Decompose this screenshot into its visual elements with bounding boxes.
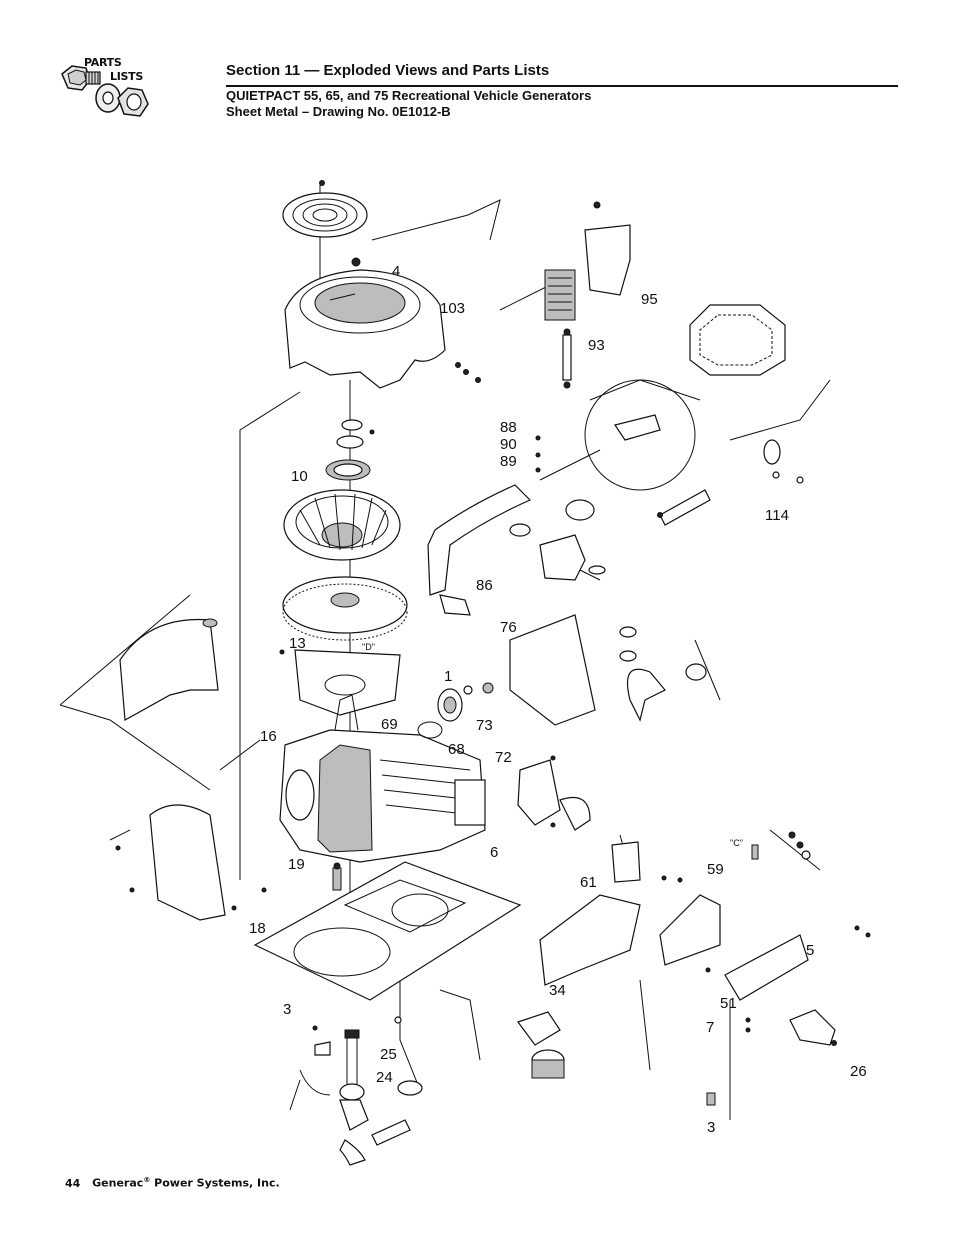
flywheel-nut-stack xyxy=(325,419,375,481)
callout-c: "C" xyxy=(730,838,743,848)
callout-69: 69 xyxy=(381,716,398,733)
flywheel xyxy=(282,576,408,641)
control-bracket xyxy=(517,759,591,831)
callout-1: 1 xyxy=(444,668,452,685)
support-rod xyxy=(562,328,572,389)
page-number: 44 xyxy=(65,1176,81,1190)
callout-10: 10 xyxy=(291,468,308,485)
callout-51: 51 xyxy=(720,995,737,1012)
callout-68: 68 xyxy=(448,741,465,758)
callout-18: 18 xyxy=(249,920,266,937)
air-filter-gasket xyxy=(689,304,786,376)
base-frame xyxy=(253,861,522,1001)
callout-95: 95 xyxy=(641,291,658,308)
callout-13: 13 xyxy=(289,635,306,652)
lower-right-panels xyxy=(539,841,721,986)
fuel-line-assembly xyxy=(619,439,781,722)
fuel-pump xyxy=(517,1011,565,1079)
callout-3-left: 3 xyxy=(283,1001,291,1018)
callout-4: 4 xyxy=(392,263,400,280)
callout-25: 25 xyxy=(380,1046,397,1063)
callout-89: 89 xyxy=(500,453,517,470)
callout-72: 72 xyxy=(495,749,512,766)
logo-lists-text: LISTS xyxy=(110,70,143,83)
engine-block xyxy=(279,694,486,863)
hardware-bits xyxy=(115,362,871,1106)
fan-guard xyxy=(282,180,368,238)
side-shroud xyxy=(509,614,596,726)
drawing-subtitle: QUIETPACT 55, 65, and 75 Recreational Ve… xyxy=(226,88,591,120)
left-side-panel xyxy=(119,618,226,921)
subtitle-line-2: Sheet Metal – Drawing No. 0E1012-B xyxy=(226,104,451,119)
detail-circle xyxy=(584,379,696,491)
header-rule xyxy=(226,85,898,87)
callout-86: 86 xyxy=(476,577,493,594)
carburetor xyxy=(539,499,606,581)
control-panel xyxy=(724,934,836,1046)
parts-lists-logo: PARTS LISTS xyxy=(58,52,160,132)
callout-93: 93 xyxy=(588,337,605,354)
blower-housing xyxy=(284,257,446,389)
section-title: Section 11 — Exploded Views and Parts Li… xyxy=(226,62,550,79)
company-suffix: Power Systems, Inc. xyxy=(154,1176,280,1190)
callout-3-bottom: 3 xyxy=(707,1119,715,1136)
logo-parts-text: PARTS xyxy=(84,56,122,69)
callout-73: 73 xyxy=(476,717,493,734)
callout-103: 103 xyxy=(440,300,465,317)
callout-90: 90 xyxy=(500,436,517,453)
callout-19: 19 xyxy=(288,856,305,873)
callout-34: 34 xyxy=(549,982,566,999)
callout-16: 16 xyxy=(260,728,277,745)
subtitle-line-1: QUIETPACT 55, 65, and 75 Recreational Ve… xyxy=(226,88,592,103)
fuel-tubing xyxy=(299,1029,423,1166)
callout-76: 76 xyxy=(500,619,517,636)
callout-labels: 4 103 95 93 10 88 90 89 86 114 13 76 "D"… xyxy=(249,263,867,1136)
callout-61: 61 xyxy=(580,874,597,891)
callout-26: 26 xyxy=(850,1063,867,1080)
spark-plug xyxy=(332,862,342,891)
top-right-bracket xyxy=(544,201,631,321)
page-footer: 44 Generac® Power Systems, Inc. xyxy=(65,1176,280,1190)
callout-d: "D" xyxy=(362,642,375,652)
callout-88: 88 xyxy=(500,419,517,436)
company-name: Generac xyxy=(92,1176,144,1190)
exhaust-pipe xyxy=(427,484,532,616)
cooling-fan xyxy=(283,489,401,561)
callout-5: 5 xyxy=(806,942,814,959)
flywheel-backplate xyxy=(294,649,401,716)
callout-114: 114 xyxy=(765,507,789,524)
idler-gear xyxy=(417,682,494,739)
callout-24: 24 xyxy=(376,1069,393,1086)
callout-6: 6 xyxy=(490,844,498,861)
callout-59: 59 xyxy=(707,861,724,878)
registered-mark: ® xyxy=(143,1176,151,1184)
callout-7: 7 xyxy=(706,1019,714,1036)
bolt-nut-washer-icon xyxy=(61,65,149,117)
